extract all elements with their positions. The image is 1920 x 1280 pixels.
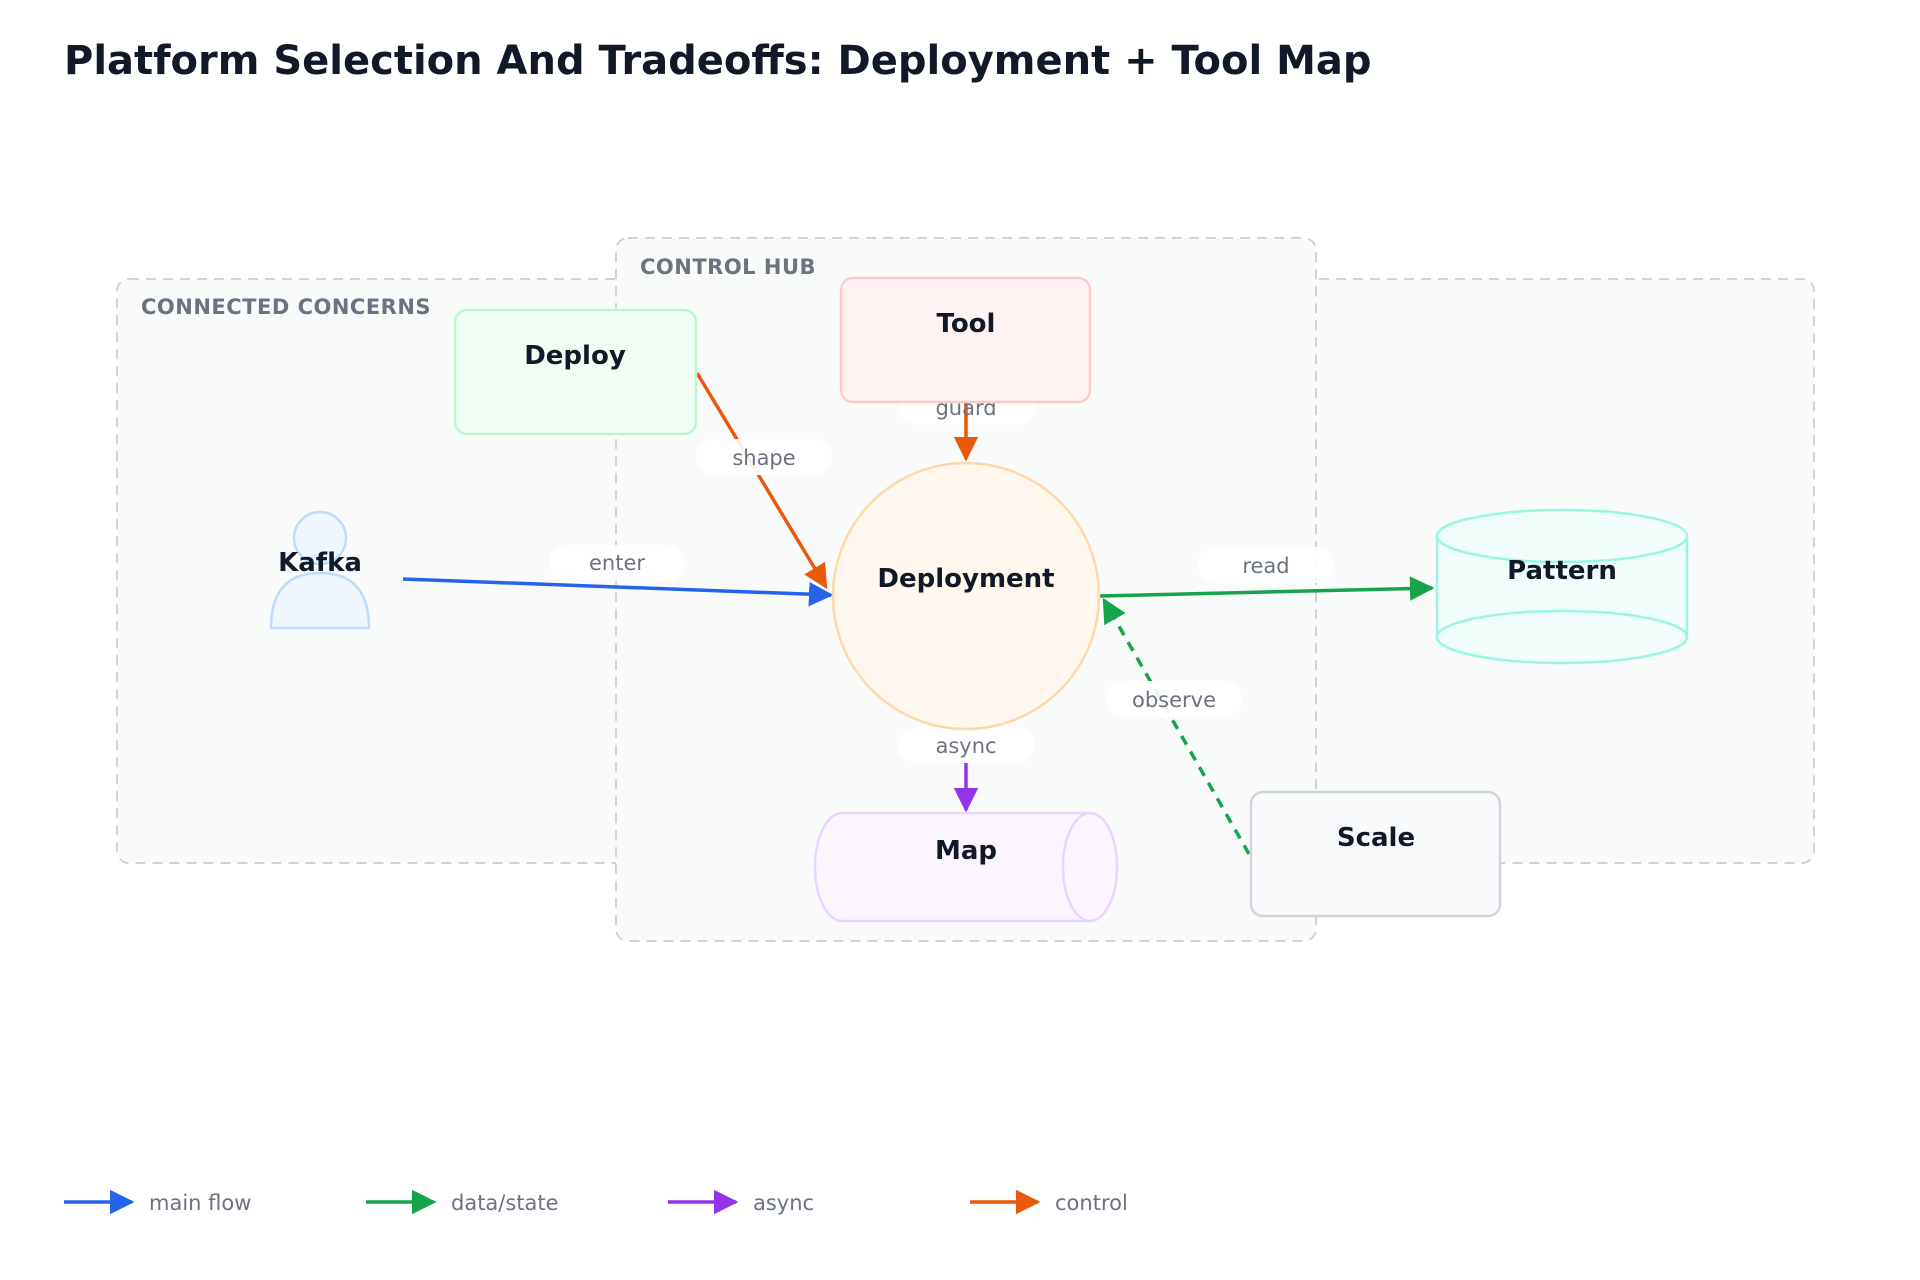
- edge-read: read: [1099, 547, 1435, 601]
- legend-label-control: control: [1055, 1191, 1128, 1215]
- diagram-title: Platform Selection And Tradeoffs: Deploy…: [64, 38, 1372, 84]
- node-label-deploy: Deploy: [524, 341, 626, 371]
- node-label-map: Map: [935, 836, 997, 866]
- node-label-kafka: Kafka: [278, 548, 362, 578]
- legend-item-data-state: data/state: [366, 1189, 559, 1215]
- node-scale[interactable]: Scale: [1249, 790, 1502, 918]
- legend-item-control: control: [970, 1189, 1128, 1215]
- edge-enter: enter: [402, 545, 834, 607]
- node-label-pattern: Pattern: [1507, 556, 1617, 586]
- edge-shape: shape: [695, 372, 832, 590]
- node-tool[interactable]: Tool: [839, 276, 1092, 404]
- node-pattern[interactable]: Pattern: [1435, 508, 1689, 665]
- group-label-control-hub: CONTROL HUB: [640, 255, 816, 279]
- legend-label-async: async: [753, 1191, 814, 1215]
- edge-label-enter: enter: [589, 551, 645, 575]
- legend-item-async: async: [668, 1189, 814, 1215]
- legend-item-main-flow: main flow: [64, 1189, 251, 1215]
- node-label-deployment: Deployment: [877, 564, 1054, 594]
- node-deployment[interactable]: Deployment: [831, 461, 1101, 731]
- node-label-tool: Tool: [937, 309, 996, 339]
- edge-label-observe: observe: [1132, 688, 1216, 712]
- legend-label-data-state: data/state: [451, 1191, 559, 1215]
- edge-label-shape: shape: [732, 446, 795, 470]
- group-label-connected-concerns: CONNECTED CONCERNS: [141, 295, 431, 319]
- edge-observe: observe: [1102, 597, 1251, 855]
- database-icon: [1435, 508, 1689, 665]
- legend: main flow data/state async control: [64, 1189, 1128, 1215]
- edge-label-read: read: [1242, 554, 1289, 578]
- legend-label-main-flow: main flow: [149, 1191, 251, 1215]
- queue-icon: [813, 811, 1119, 923]
- node-deploy[interactable]: Deploy: [453, 308, 698, 436]
- edge-label-async: async: [935, 734, 996, 758]
- node-kafka[interactable]: Kafka: [269, 510, 371, 630]
- node-map[interactable]: Map: [813, 811, 1119, 923]
- edge-async: async: [898, 727, 1034, 813]
- person-icon: [269, 510, 371, 630]
- node-label-scale: Scale: [1337, 823, 1415, 853]
